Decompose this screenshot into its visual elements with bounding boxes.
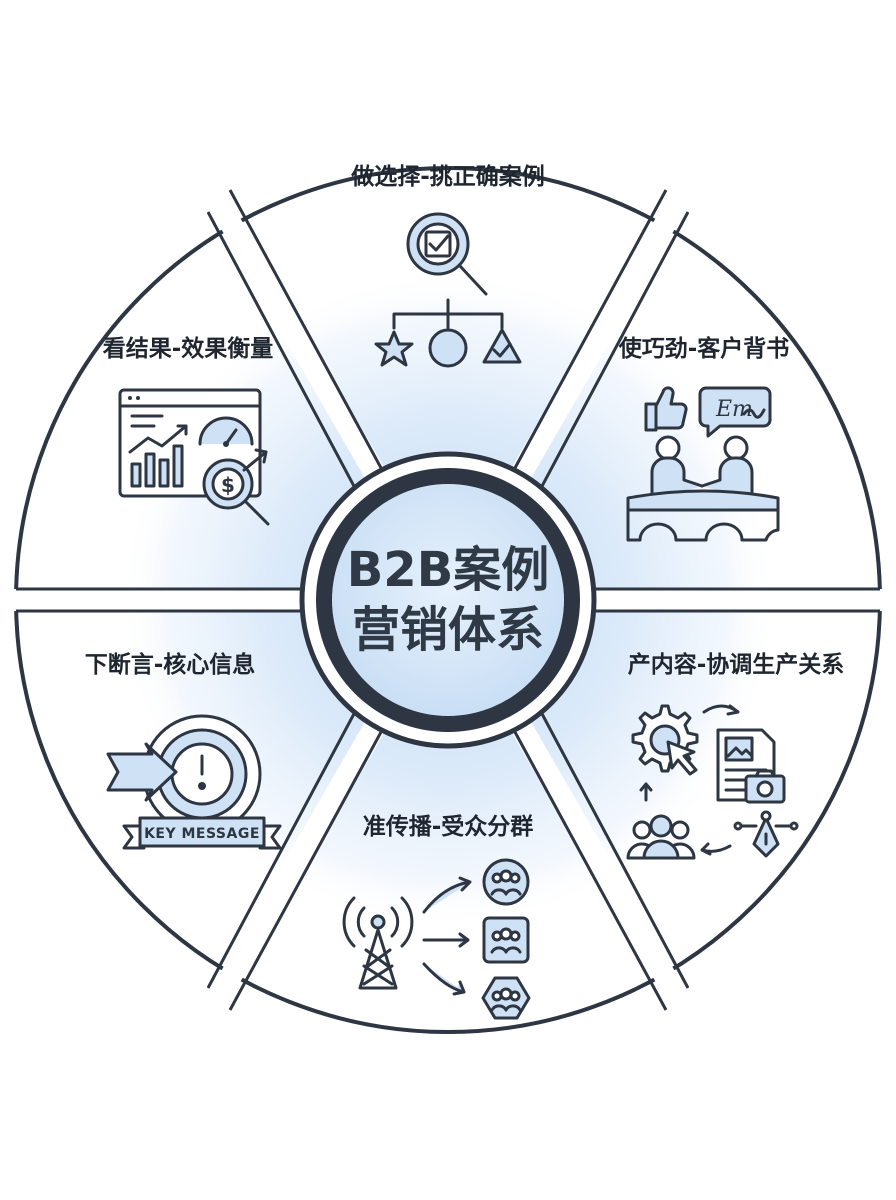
signature-bubble-icon: Em (698, 386, 772, 438)
flow-arrow-icon (702, 704, 740, 716)
segment-label: 使巧劲-客户背书 (618, 335, 790, 362)
handshake-icon (650, 435, 754, 502)
decision-tree-icon (374, 298, 522, 368)
segment-label: 准传播-受众分群 (363, 813, 534, 840)
center-hub: B2B案例 营销体系 (299, 451, 597, 749)
center-title-line2: 营销体系 (352, 602, 544, 658)
segment-label: 产内容-协调生产关系 (628, 651, 845, 678)
segment-audience-segmentation[interactable]: 准传播-受众分群 (342, 813, 534, 1020)
segment-choose-cases[interactable]: 做选择-挑正确案例 (350, 163, 545, 368)
pen-tool-icon (733, 810, 799, 858)
return-arrow-icon (700, 842, 732, 856)
segment-label: 做选择-挑正确案例 (350, 163, 545, 190)
dollar-magnifier-icon: $ (202, 448, 270, 526)
segment-content-production[interactable]: 产内容-协调生产关系 (626, 651, 845, 860)
bar-chart-icon (128, 424, 188, 488)
broadcast-tower-icon (342, 896, 414, 990)
gear-cursor-icon (631, 704, 699, 776)
segment-label: 下断言-核心信息 (85, 651, 256, 678)
arrow-icon (106, 742, 178, 802)
camera-icon (744, 769, 786, 804)
segment-measure-results[interactable]: 看结果-效果衡量 $ (103, 335, 274, 526)
audience-square-icon (482, 916, 530, 964)
audience-hexagon-icon (481, 976, 531, 1020)
gauge-icon (198, 416, 254, 447)
bridge-icon (626, 489, 780, 542)
badge-text: KEY MESSAGE (144, 826, 260, 842)
audience-group-icon (626, 814, 696, 860)
thumbs-up-icon (644, 386, 688, 432)
center-title-line1: B2B案例 (347, 542, 550, 598)
svg-text:$: $ (221, 473, 235, 497)
segment-key-message[interactable]: 下断言-核心信息 KEY MESSAGE (85, 651, 282, 850)
magnifier-checklist-icon (406, 212, 488, 296)
segment-label: 看结果-效果衡量 (103, 335, 274, 362)
targeting-arrows-icon (422, 876, 472, 996)
segment-customer-endorsement[interactable]: 使巧劲-客户背书 Em (618, 335, 790, 542)
up-arrow-icon (639, 782, 653, 802)
key-message-ribbon: KEY MESSAGE (122, 816, 282, 850)
audience-circle-icon (482, 858, 530, 906)
